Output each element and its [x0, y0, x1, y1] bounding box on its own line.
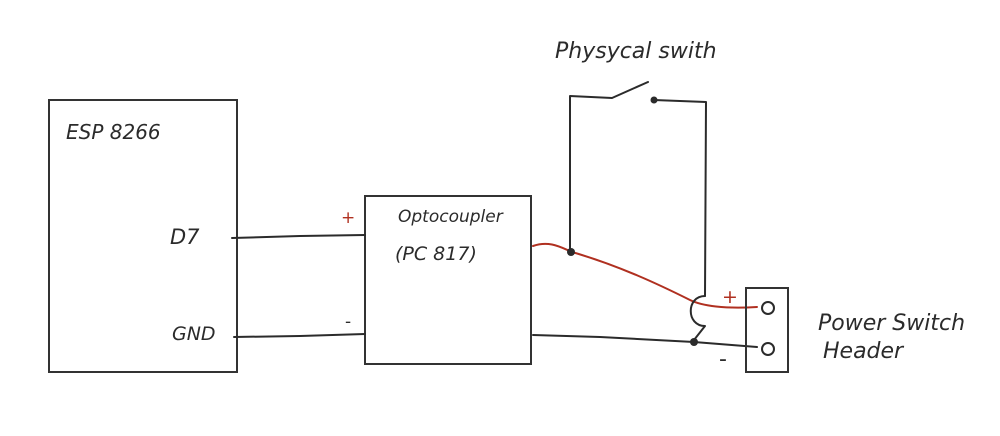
esp8266-label: ESP 8266 [66, 120, 161, 144]
physical-switch-label: Physycal swith [555, 39, 717, 64]
optocoupler-label: Optocoupler [398, 207, 504, 227]
wire-positive [532, 242, 758, 309]
wire-crossover-hop [689, 295, 706, 341]
optocoupler-plus-label: + [341, 208, 355, 228]
power-switch-header-box [745, 287, 789, 373]
power-switch-header-label-line2: Header [823, 339, 905, 364]
header-pin-positive [761, 301, 775, 315]
physical-switch-right-lead [653, 99, 707, 297]
optocoupler-minus-label: - [345, 312, 351, 332]
junction-switch-positive [567, 248, 575, 256]
physical-switch-left-lead [569, 81, 649, 251]
header-plus-label: + [722, 286, 738, 308]
optocoupler-model-label: (PC 817) [395, 243, 477, 265]
pin-gnd-label: GND [172, 323, 216, 345]
header-minus-label: - [719, 347, 727, 372]
wire-d7-to-optocoupler [231, 234, 366, 239]
pin-d7-label: D7 [170, 225, 200, 249]
wire-gnd-to-optocoupler [233, 333, 366, 338]
power-switch-header-label: Power Switch [818, 311, 965, 336]
header-pin-negative [761, 342, 775, 356]
optocoupler-box [364, 195, 532, 365]
esp8266-module [48, 99, 238, 373]
junction-negative [690, 338, 698, 346]
wire-negative [532, 334, 758, 348]
